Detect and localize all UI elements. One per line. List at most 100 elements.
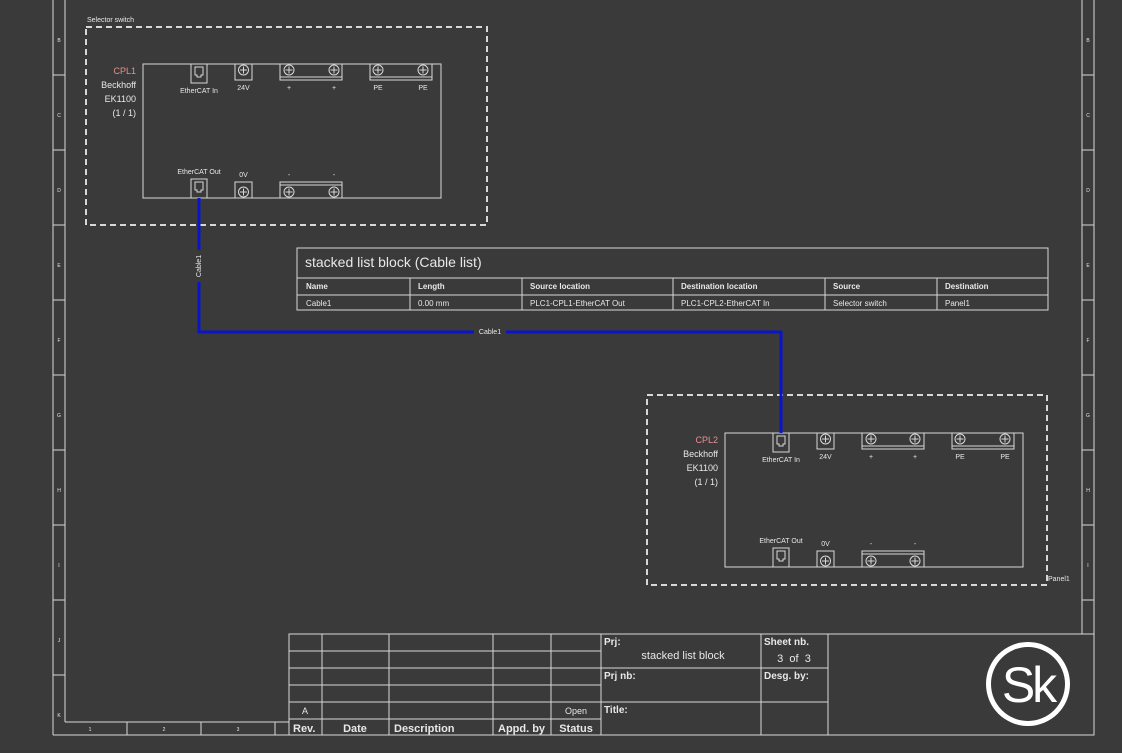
table-cell: Panel1 — [945, 299, 970, 308]
device-model: EK1100 — [105, 94, 136, 104]
terminal-screw-icon — [330, 66, 338, 74]
terminal-screw-icon — [911, 557, 919, 565]
ethercat-out-port[interactable]: EtherCAT Out — [759, 538, 803, 568]
sheet-number-label: Sheet nb. — [764, 637, 809, 648]
row-label: E — [1086, 263, 1090, 269]
group-label-selector-switch: Selector switch — [87, 17, 134, 24]
terminal-label: - — [333, 172, 336, 179]
group-selector-switch: Selector switch — [85, 17, 488, 226]
terminal-label: PE — [418, 85, 428, 92]
terminal-plus-group[interactable]: + + — [279, 63, 343, 92]
rj45-icon — [776, 550, 786, 562]
terminal-label: EtherCAT In — [762, 457, 800, 464]
terminal-label: + — [913, 454, 917, 461]
device-cpl1[interactable]: CPL1 Beckhoff EK1100 (1 / 1) EtherCAT In… — [101, 63, 442, 199]
row-label: H — [1086, 488, 1090, 494]
cable-list-title: stacked list block (Cable list) — [305, 254, 482, 270]
terminal-label: 24V — [237, 85, 250, 92]
terminal-screw-icon — [822, 557, 829, 565]
terminal-0v[interactable]: 0V — [234, 172, 253, 199]
terminal-label: - — [914, 541, 917, 548]
table-cell: Cable1 — [306, 299, 332, 308]
row-label: B — [1086, 38, 1090, 44]
footer-date: Date — [343, 723, 367, 735]
row-label: I — [1087, 563, 1088, 569]
terminal-label: + — [869, 454, 873, 461]
terminal-plus-group[interactable]: + + — [861, 432, 925, 461]
device-cpl2[interactable]: CPL2 Beckhoff EK1100 (1 / 1) EtherCAT In… — [683, 432, 1024, 568]
ethercat-in-port[interactable]: EtherCAT In — [762, 432, 800, 464]
terminal-minus-group[interactable]: - - — [861, 541, 925, 568]
project-number-label: Prj nb: — [604, 671, 636, 682]
terminal-minus-group[interactable]: - - — [279, 172, 343, 199]
terminal-label: EtherCAT Out — [759, 538, 802, 545]
rj45-icon — [194, 181, 204, 193]
terminal-label: + — [332, 85, 336, 92]
cable-label-vertical: Cable1 — [196, 255, 203, 277]
ethercat-in-port[interactable]: EtherCAT In — [180, 63, 218, 95]
terminal-label: 0V — [821, 541, 830, 548]
device-vendor: Beckhoff — [101, 80, 136, 90]
terminal-label: - — [870, 541, 873, 548]
row-label: B — [57, 38, 61, 44]
terminal-screw-icon — [822, 435, 829, 443]
cable1-wire[interactable]: Cable1 Cable1 — [193, 198, 783, 433]
column-label: 2 — [163, 727, 166, 733]
footer-approved-by: Appd. by — [498, 723, 546, 735]
terminal-label: EtherCAT Out — [177, 169, 220, 176]
terminal-pe-group[interactable]: PE PE — [369, 63, 433, 92]
row-label: G — [57, 413, 61, 419]
terminal-24v[interactable]: 24V — [816, 432, 835, 461]
device-page-ref: (1 / 1) — [112, 108, 136, 118]
row-label: E — [57, 263, 61, 269]
table-cell: PLC1-CPL2-EtherCAT In — [681, 299, 770, 308]
terminal-screw-icon — [330, 188, 338, 196]
table-cell: 0.00 mm — [418, 299, 449, 308]
terminal-screw-icon — [956, 435, 964, 443]
device-page-ref: (1 / 1) — [694, 477, 718, 487]
table-row[interactable]: Cable1 0.00 mm PLC1-CPL1-EtherCAT Out PL… — [306, 299, 970, 308]
column-header: Source — [833, 282, 861, 291]
column-label: 3 — [237, 727, 240, 733]
row-label: F — [1086, 338, 1089, 344]
row-label: F — [57, 338, 60, 344]
logo-text: Sk — [1002, 657, 1058, 713]
row-label: D — [57, 188, 61, 194]
terminal-0v[interactable]: 0V — [816, 541, 835, 568]
terminal-screw-icon — [374, 66, 382, 74]
drawing-frame — [52, 0, 1095, 736]
rj45-icon — [776, 435, 786, 447]
terminal-label: EtherCAT In — [180, 88, 218, 95]
ethercat-out-port[interactable]: EtherCAT Out — [177, 169, 221, 199]
terminal-label: 24V — [819, 454, 832, 461]
device-model: EK1100 — [687, 463, 718, 473]
rj45-icon — [194, 66, 204, 78]
terminal-screw-icon — [240, 188, 247, 196]
row-label: G — [1086, 413, 1090, 419]
designed-by-label: Desg. by: — [764, 671, 809, 682]
device-tag: CPL2 — [695, 435, 718, 445]
group-label-panel1: Panel1 — [1048, 576, 1070, 583]
title-label: Title: — [604, 705, 628, 716]
revision-letter: A — [302, 706, 308, 716]
terminal-screw-icon — [867, 435, 875, 443]
row-label: K — [57, 713, 61, 719]
column-header: Destination — [945, 282, 989, 291]
terminal-label: 0V — [239, 172, 248, 179]
cable-label-horizontal: Cable1 — [479, 329, 501, 336]
terminal-label: PE — [1000, 454, 1010, 461]
terminal-screw-icon — [240, 66, 247, 74]
terminal-label: + — [287, 85, 291, 92]
title-block: A Open Rev. Date Description Appd. by St… — [288, 633, 1095, 736]
sheet-number: 3 of 3 — [777, 653, 811, 665]
table-cell: PLC1-CPL1-EtherCAT Out — [530, 299, 626, 308]
revision-status: Open — [565, 706, 587, 716]
terminal-pe-group[interactable]: PE PE — [951, 432, 1015, 461]
project-label: Prj: — [604, 637, 621, 648]
footer-description: Description — [394, 723, 455, 735]
terminal-24v[interactable]: 24V — [234, 63, 253, 92]
sk-logo: Sk — [986, 642, 1070, 726]
table-cell: Selector switch — [833, 299, 887, 308]
project-name: stacked list block — [641, 650, 725, 662]
